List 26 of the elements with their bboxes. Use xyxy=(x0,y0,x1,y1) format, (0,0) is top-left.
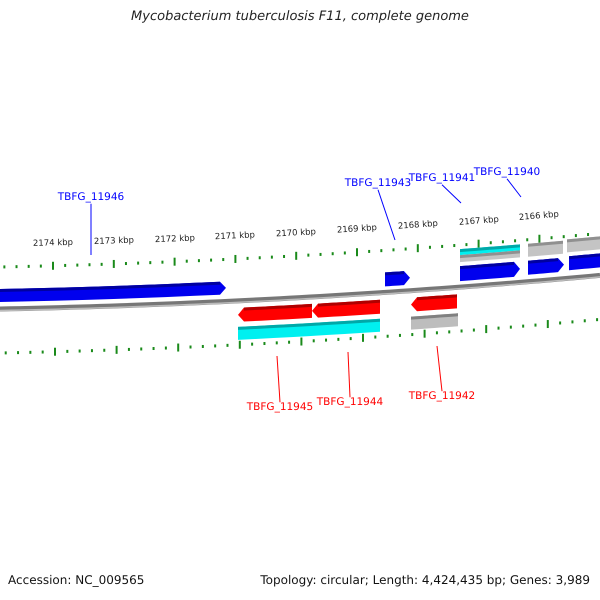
leader-line xyxy=(378,189,396,240)
scale-label: 2168 kbp xyxy=(398,220,438,232)
leader-line xyxy=(436,346,442,392)
scale-label: 2166 kbp xyxy=(519,210,560,224)
leader-line xyxy=(348,352,350,398)
scale-label: 2172 kbp xyxy=(154,234,195,246)
scale-label: 2167 kbp xyxy=(458,215,499,228)
leader-line xyxy=(90,203,92,256)
diagram-title: Mycobacterium tuberculosis F11, complete genome xyxy=(131,10,469,24)
gene-label: TBFG_11945 xyxy=(246,402,314,414)
scale-label: 2171 kbp xyxy=(215,231,256,243)
gene-label: TBFG_11946 xyxy=(58,192,124,204)
gene-label: TBFG_11943 xyxy=(344,178,412,190)
scale-label: 2170 kbp xyxy=(276,228,316,240)
gene-label: TBFG_11941 xyxy=(408,173,476,185)
footer-text: Topology: circular; Length: 4,424,435 bp; Genes: 3,989 xyxy=(260,574,590,588)
gene-label: TBFG_11942 xyxy=(408,391,476,403)
scale-label: 2173 kbp xyxy=(94,236,134,248)
gene-label: TBFG_11944 xyxy=(316,397,384,409)
scale-label: 2174 kbp xyxy=(32,238,74,249)
leader-line xyxy=(276,356,280,403)
footer-text: Accession: NC_009565 xyxy=(8,574,144,588)
gene-label: TBFG_11940 xyxy=(474,167,540,179)
leader-line xyxy=(442,184,462,204)
leader-line xyxy=(506,178,522,198)
scale-label: 2169 kbp xyxy=(336,224,378,236)
